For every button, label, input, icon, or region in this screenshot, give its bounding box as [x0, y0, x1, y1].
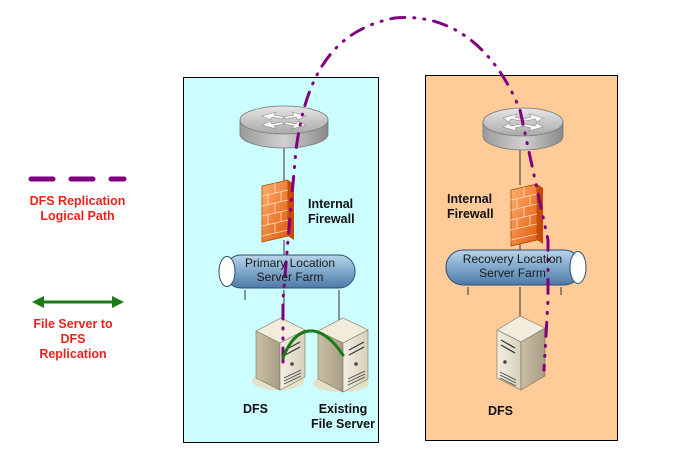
primary-server-farm-cylinder: [218, 254, 356, 289]
recovery-server-farm-label: Recovery Location Server Farm: [462, 252, 563, 280]
primary-firewall-label: Internal Firewall: [308, 197, 355, 226]
recovery-firewall-icon: [510, 183, 543, 247]
recovery-router-icon: [482, 107, 564, 151]
primary-dfs-server-icon: [252, 317, 306, 391]
legend-dfs-path-label: DFS Replication Logical Path: [29, 194, 126, 223]
legend-file-server-label: File Server to DFS Replication: [33, 317, 113, 361]
recovery-dfs-label: DFS: [488, 404, 513, 418]
recovery-dfs-server-icon: [496, 315, 546, 391]
recovery-firewall-label: Internal Firewall: [447, 192, 494, 221]
file-server-replication-arc: [281, 329, 345, 360]
dfs-replication-path: [281, 16, 550, 372]
primary-links: [244, 140, 340, 350]
primary-router-icon: [239, 105, 329, 149]
primary-server-farm-label: Primary Location Server Farm: [244, 256, 336, 284]
primary-dfs-label: DFS: [243, 402, 268, 416]
existing-file-server-icon: [313, 317, 369, 393]
legend-replication-arrow: [32, 296, 124, 308]
existing-file-server-label: Existing File Server: [311, 402, 375, 431]
